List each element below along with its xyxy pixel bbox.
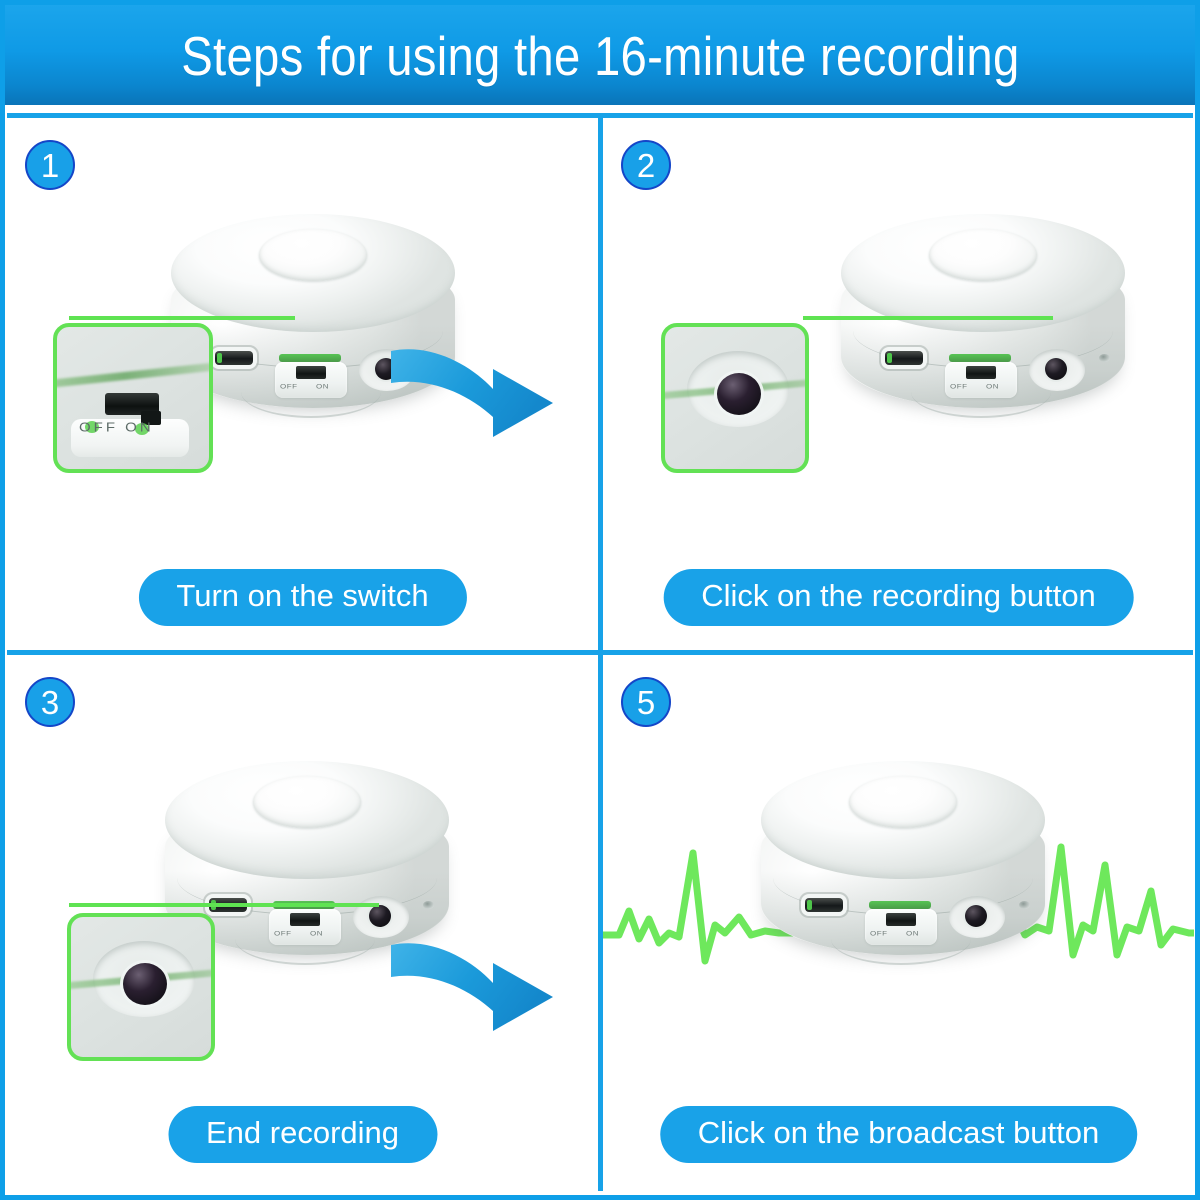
speaker-hole [1019, 901, 1030, 909]
callout-recording-button-body[interactable] [717, 373, 761, 415]
speaker-hole [1099, 354, 1110, 362]
step-number: 2 [636, 146, 656, 184]
device-illustration: OFF ON [753, 753, 1053, 983]
caption-pill-1: Turn on the switch [138, 569, 467, 626]
recording-button[interactable] [369, 905, 391, 927]
device-dome-button [259, 229, 367, 281]
device-illustration: OFF ON [833, 206, 1133, 436]
device-base-foot [911, 392, 1051, 418]
usb-port-icon [215, 351, 253, 365]
speaker-hole [429, 354, 440, 362]
step-number: 5 [636, 683, 656, 721]
step-badge-2: 2 [621, 140, 671, 190]
steps-grid: 1 OFF ON [5, 105, 1195, 1195]
callout-green-dot-left [85, 421, 99, 433]
device-dome-button [253, 776, 361, 828]
step-badge-1: 1 [25, 140, 75, 190]
device-dome-button [929, 229, 1037, 281]
device-green-strip [869, 901, 931, 909]
callout-connector-line [803, 316, 1053, 320]
device-illustration: OFF ON [163, 206, 463, 436]
device-green-strip [279, 354, 341, 362]
callout-recording-button [661, 323, 809, 473]
device-base-foot [831, 939, 971, 965]
caption-pill-4: Click on the broadcast button [659, 1106, 1138, 1163]
callout-device-seam [57, 362, 209, 388]
step-badge-3: 3 [25, 677, 75, 727]
device-dome-button [849, 776, 957, 828]
callout-power-switch: OFF ON [53, 323, 213, 473]
power-switch-label-on: ON [310, 929, 323, 938]
page-title: Steps for using the 16-minute recording [180, 25, 1020, 87]
step-panel-3: 3 OFF ON [7, 655, 598, 1191]
caption-pill-3: End recording [167, 1106, 438, 1163]
step-panel-1: 1 OFF ON [7, 118, 598, 654]
callout-content [665, 327, 805, 469]
step-number: 1 [40, 146, 60, 184]
step-number: 3 [40, 683, 60, 721]
power-switch-label-on: ON [986, 382, 999, 391]
callout-content: OFF ON [57, 327, 209, 469]
callout-recording-button [67, 913, 215, 1061]
device-base-foot [235, 939, 375, 965]
step-panel-2: 2 OFF ON [603, 118, 1194, 654]
power-switch[interactable] [290, 913, 320, 926]
power-switch-label-off: OFF [950, 382, 968, 391]
callout-connector-line [69, 316, 295, 320]
device-green-strip [949, 354, 1011, 362]
power-switch[interactable] [966, 366, 996, 379]
device-illustration: OFF ON [157, 753, 457, 983]
callout-connector-line [69, 903, 379, 907]
speaker-hole [423, 901, 434, 909]
caption-text: Click on the recording button [701, 578, 1096, 613]
callout-content [71, 917, 211, 1057]
broadcast-button[interactable] [965, 905, 987, 927]
caption-pill-2: Click on the recording button [663, 569, 1134, 626]
usb-port-icon [805, 898, 843, 912]
grid-divider-horizontal [7, 650, 1193, 655]
step-panel-4: 5 OFF ON [603, 655, 1194, 1191]
caption-text: Turn on the switch [176, 578, 429, 613]
page-header: Steps for using the 16-minute recording [5, 5, 1195, 105]
callout-recording-button-body[interactable] [123, 963, 167, 1005]
device-base-foot [241, 392, 381, 418]
callout-switch-label: OFF ON [79, 420, 154, 435]
power-switch-label-off: OFF [870, 929, 888, 938]
callout-green-dot-right [135, 423, 149, 435]
power-switch[interactable] [886, 913, 916, 926]
power-switch[interactable] [296, 366, 326, 379]
callout-power-switch-body[interactable] [105, 393, 159, 415]
recording-button[interactable] [1045, 358, 1067, 380]
usb-port-icon [885, 351, 923, 365]
recording-button[interactable] [375, 358, 397, 380]
caption-text: Click on the broadcast button [697, 1115, 1100, 1150]
power-switch-label-on: ON [906, 929, 919, 938]
power-switch-label-off: OFF [280, 382, 298, 391]
step-badge-4: 5 [621, 677, 671, 727]
power-switch-label-on: ON [316, 382, 329, 391]
callout-power-switch-lever[interactable] [141, 411, 161, 425]
caption-text: End recording [205, 1115, 400, 1150]
power-switch-label-off: OFF [274, 929, 292, 938]
